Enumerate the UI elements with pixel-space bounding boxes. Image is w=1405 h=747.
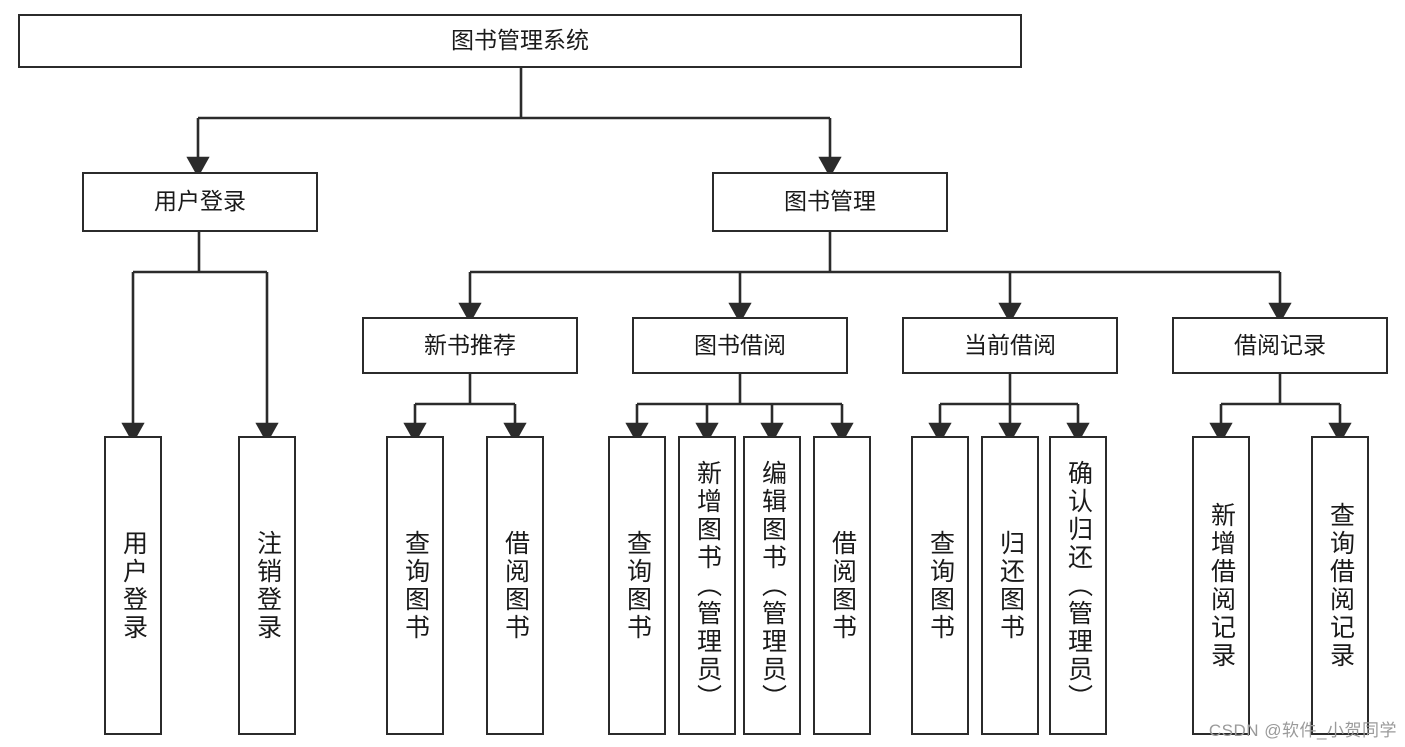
leaf-query-borrow-record[interactable]: 查询借阅记录 (1311, 436, 1369, 735)
leaf-current-query-book[interactable]: 查询图书 (911, 436, 969, 735)
leaf-edit-book-admin[interactable]: 编辑图书（管理员） (743, 436, 801, 735)
leaf-borrow-book-label: 借阅图书 (828, 529, 857, 642)
leaf-rec-query-book-label: 查询图书 (401, 529, 430, 642)
leaf-borrow-query-book-label: 查询图书 (623, 529, 652, 642)
leaf-query-borrow-record-label: 查询借阅记录 (1326, 501, 1355, 670)
leaf-confirm-return-admin-label: 确认归还（管理员） (1064, 459, 1093, 712)
leaf-add-borrow-record-label: 新增借阅记录 (1207, 501, 1236, 670)
node-book-management-label: 图书管理 (784, 188, 876, 215)
leaf-borrow-query-book[interactable]: 查询图书 (608, 436, 666, 735)
node-new-book-recommend-label: 新书推荐 (424, 331, 516, 358)
leaf-confirm-return-admin[interactable]: 确认归还（管理员） (1049, 436, 1107, 735)
node-borrow-records[interactable]: 借阅记录 (1172, 317, 1388, 374)
leaf-return-book[interactable]: 归还图书 (981, 436, 1039, 735)
node-current-borrow-label: 当前借阅 (964, 331, 1056, 358)
leaf-add-book-admin[interactable]: 新增图书（管理员） (678, 436, 736, 735)
leaf-return-book-label: 归还图书 (996, 529, 1025, 642)
node-root-label: 图书管理系统 (451, 27, 589, 54)
leaf-user-logout-label: 注销登录 (253, 529, 282, 642)
leaf-borrow-book[interactable]: 借阅图书 (813, 436, 871, 735)
leaf-current-query-book-label: 查询图书 (926, 529, 955, 642)
leaf-user-login-label: 用户登录 (119, 529, 148, 642)
leaf-rec-query-book[interactable]: 查询图书 (386, 436, 444, 735)
node-new-book-recommend[interactable]: 新书推荐 (362, 317, 578, 374)
node-root[interactable]: 图书管理系统 (18, 14, 1022, 68)
leaf-add-book-admin-label: 新增图书（管理员） (693, 459, 722, 712)
leaf-rec-borrow-book-label: 借阅图书 (501, 529, 530, 642)
node-borrow-records-label: 借阅记录 (1234, 331, 1326, 358)
leaf-add-borrow-record[interactable]: 新增借阅记录 (1192, 436, 1250, 735)
node-user-login[interactable]: 用户登录 (82, 172, 318, 232)
node-book-borrow-label: 图书借阅 (694, 331, 786, 358)
node-book-borrow[interactable]: 图书借阅 (632, 317, 848, 374)
node-current-borrow[interactable]: 当前借阅 (902, 317, 1118, 374)
leaf-user-login[interactable]: 用户登录 (104, 436, 162, 735)
leaf-edit-book-admin-label: 编辑图书（管理员） (758, 459, 787, 712)
node-user-login-label: 用户登录 (154, 188, 246, 215)
leaf-rec-borrow-book[interactable]: 借阅图书 (486, 436, 544, 735)
leaf-user-logout[interactable]: 注销登录 (238, 436, 296, 735)
node-book-management[interactable]: 图书管理 (712, 172, 948, 232)
